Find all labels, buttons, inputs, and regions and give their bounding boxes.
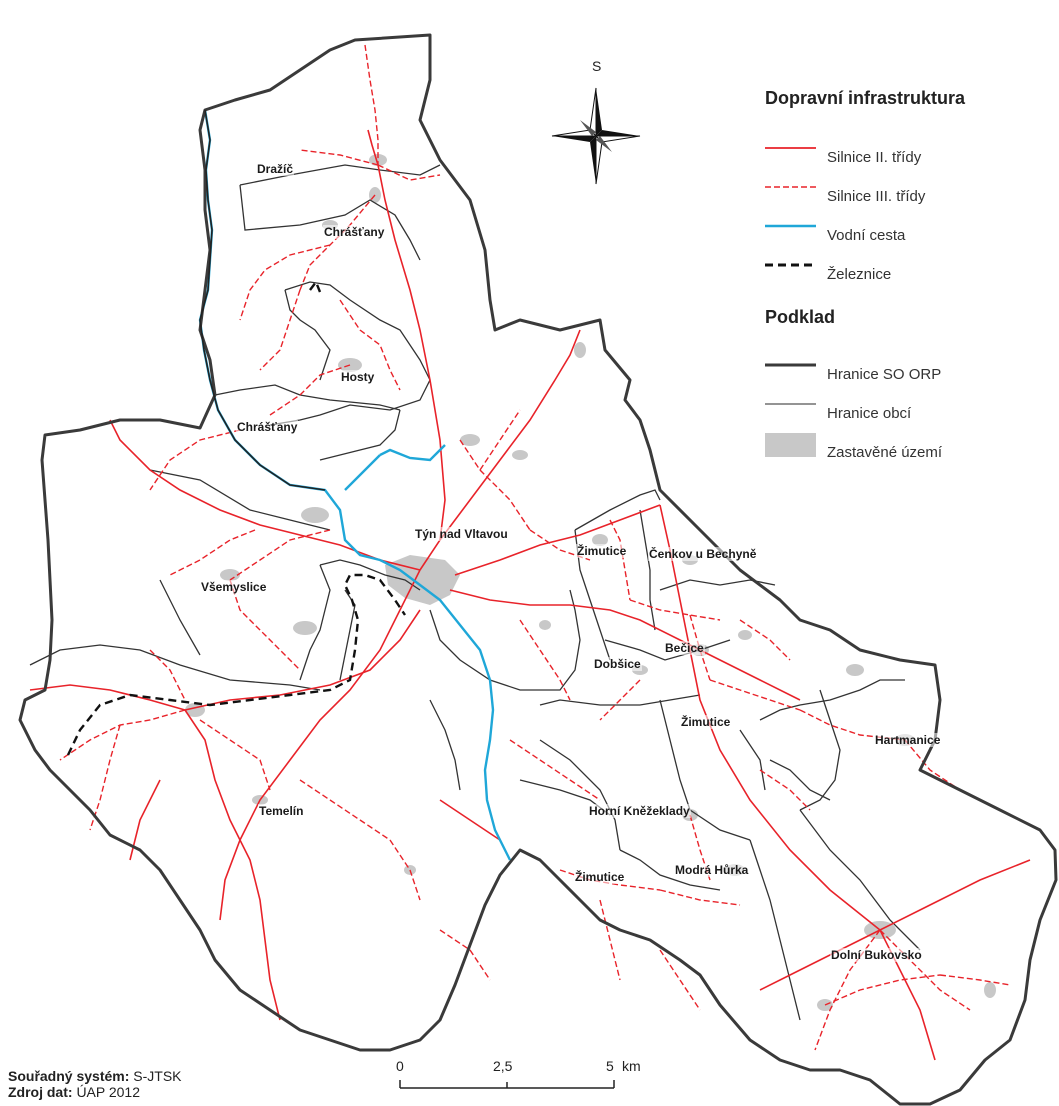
place-label: Horní Kněžeklady: [588, 804, 691, 818]
place-label: Chrášťany: [323, 225, 386, 239]
legend-title-transport: Dopravní infrastruktura: [765, 88, 966, 108]
place-label: Žimutice: [576, 544, 628, 558]
builtup-area: [512, 450, 528, 460]
place-label: Dražíč: [256, 162, 295, 176]
river-boundary: [199, 109, 326, 491]
builtup-area: [592, 534, 608, 546]
compass-rose: [551, 87, 641, 185]
railway: [66, 279, 406, 756]
place-label: Dobšice: [593, 657, 642, 671]
place-label: Hosty: [340, 370, 376, 384]
place-label: Bečice: [664, 641, 705, 655]
place-label: Žimutice: [680, 715, 732, 729]
scale-unit: km: [622, 1058, 641, 1074]
legend-item-builtup: Zastavěné území: [827, 444, 943, 461]
map-legend: Dopravní infrastruktura: [765, 88, 1055, 109]
coord-system-label: Souřadný systém:: [8, 1068, 130, 1084]
builtup-area: [301, 507, 329, 523]
builtup-area: [369, 154, 387, 166]
place-label: Chrášťany: [236, 420, 299, 434]
builtup-area: [539, 620, 551, 630]
legend-item-municipal-boundary: Hranice obcí: [827, 405, 912, 422]
legend-item-waterway: Vodní cesta: [827, 227, 906, 244]
builtup-area: [293, 621, 317, 635]
legend-transport-labels: Silnice II. třídy Silnice III. třídy Vod…: [827, 138, 925, 294]
map-credits: Souřadný systém: S-JTSK Zdroj dat: ÚAP 2…: [8, 1068, 182, 1100]
coord-system-value: S-JTSK: [133, 1068, 182, 1084]
place-label: Čenkov u Bechyně: [648, 547, 758, 561]
legend-item-road-ii: Silnice II. třídy: [827, 149, 922, 166]
orp-boundary: [18, 33, 1058, 1106]
builtup-area: [220, 569, 240, 581]
builtup-tyn: [385, 555, 460, 605]
place-label: Hartmanice: [874, 733, 942, 747]
roads-class-iii: [59, 44, 1011, 1051]
legend-symbols: [765, 147, 816, 457]
scale-label-0: 0: [396, 1058, 404, 1074]
scale-bar: [399, 1080, 615, 1089]
municipal-boundaries: [29, 164, 921, 1021]
scale-label-2-5: 2,5: [493, 1058, 513, 1074]
place-label: Dolní Bukovsko: [830, 948, 923, 962]
builtup-area: [846, 664, 864, 676]
legend-base-labels: Hranice SO ORP Hranice obcí Zastavěné úz…: [827, 355, 942, 472]
legend-item-orp-boundary: Hranice SO ORP: [827, 366, 942, 383]
builtup-area: [574, 342, 586, 358]
place-label: Žimutice: [574, 870, 626, 884]
builtup-area: [460, 434, 480, 446]
data-source-label: Zdroj dat:: [8, 1084, 73, 1100]
data-source-value: ÚAP 2012: [76, 1084, 141, 1100]
compass-south-label: S: [592, 58, 602, 74]
place-label: Týn nad Vltavou: [414, 527, 509, 541]
place-label: Modrá Hůrka: [674, 863, 750, 877]
builtup-area: [984, 982, 996, 998]
legend-title-base: Podklad: [765, 307, 836, 327]
place-label: Všemyslice: [200, 580, 268, 594]
legend-item-railway: Železnice: [827, 266, 892, 283]
place-label: Temelín: [258, 804, 305, 818]
builtup-area: [738, 630, 752, 640]
legend-item-road-iii: Silnice III. třídy: [827, 188, 926, 205]
waterway: [198, 109, 512, 861]
scale-label-5: 5: [606, 1058, 614, 1074]
